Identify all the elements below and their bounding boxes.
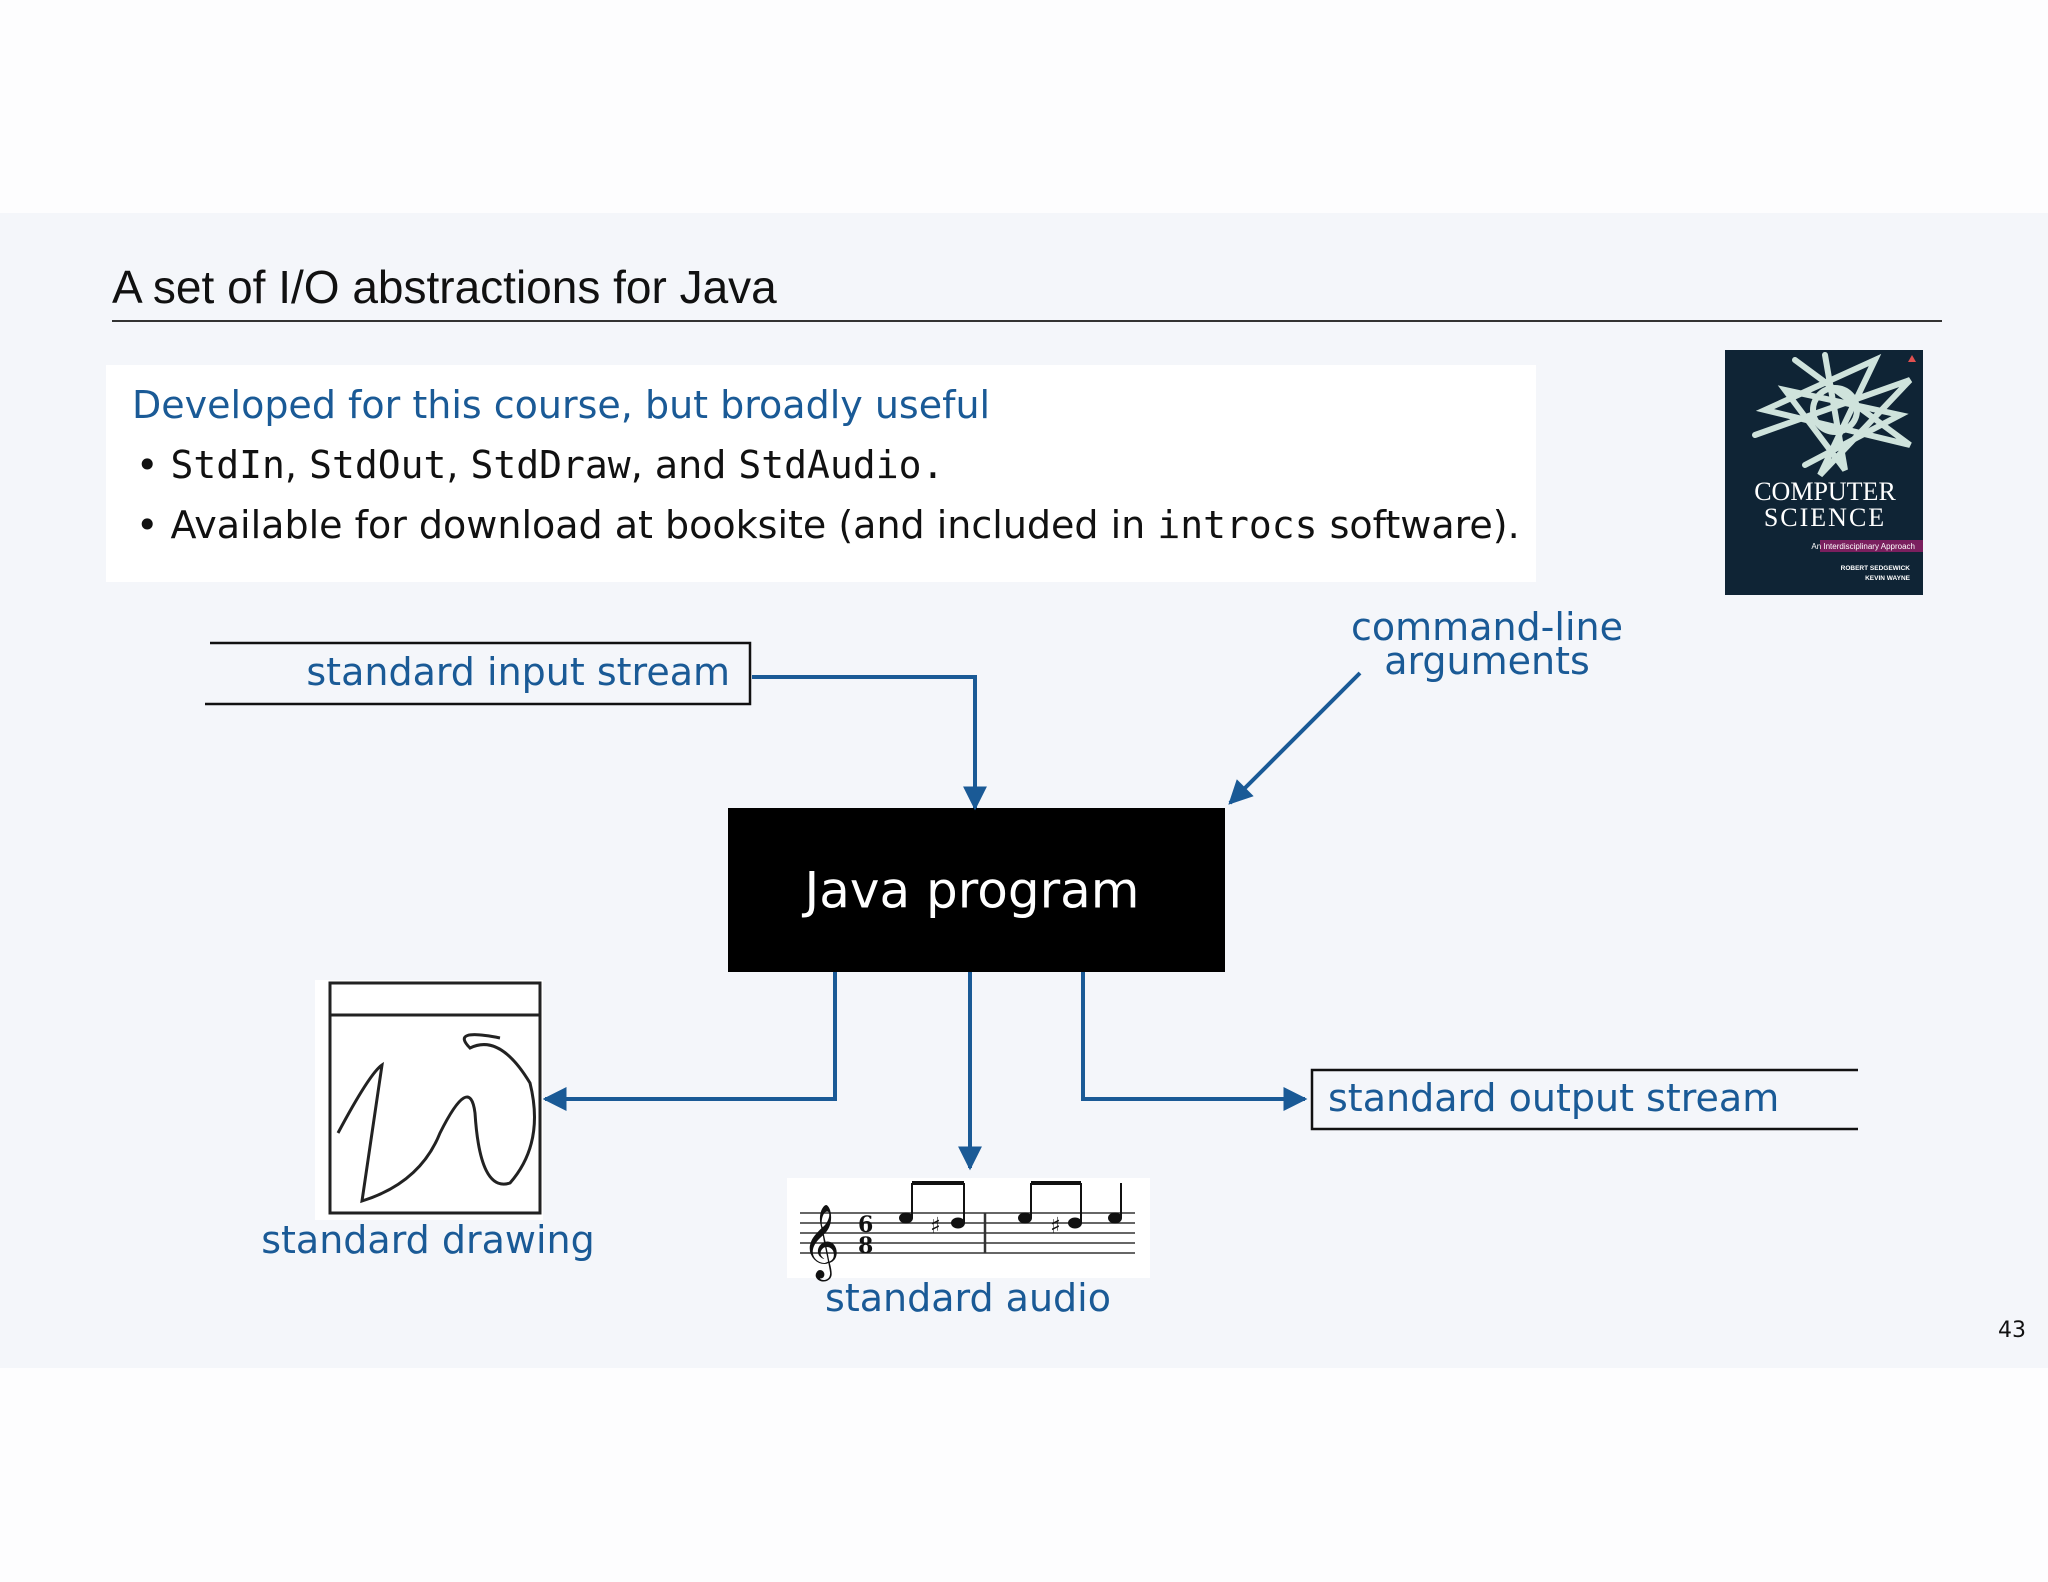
book-author-2: KEVIN WAYNE: [1865, 575, 1911, 582]
bullet-mark: •: [136, 443, 159, 487]
book-star-pattern: [1752, 352, 1913, 478]
code-introcs: introcs: [1157, 503, 1318, 547]
svg-text:♯: ♯: [1050, 1214, 1061, 1239]
program-box: Java program: [728, 808, 1225, 972]
book-subtitle-stripe: [1820, 540, 1923, 552]
book-author-1: ROBERT SEDGEWICK: [1841, 565, 1911, 572]
info-heading: Developed for this course, but broadly u…: [132, 383, 991, 427]
bullet-text: software).: [1317, 503, 1520, 547]
drawing-label: standard drawing: [261, 1218, 595, 1262]
args-arrow: [1228, 671, 1362, 805]
stdout-stream-box: standard output stream: [1310, 1068, 1858, 1131]
stdout-label: standard output stream: [1328, 1076, 1779, 1120]
bullet-text: ,: [446, 443, 471, 487]
code-stdin: StdIn: [170, 443, 285, 487]
bullet-text: .: [921, 443, 945, 487]
drawing-arrow: [542, 972, 837, 1111]
stdout-arrow: [1081, 972, 1308, 1111]
stdin-stream-box: standard input stream: [205, 641, 752, 706]
title-rule: [112, 320, 1942, 322]
args-label: command-line arguments: [1351, 605, 1623, 683]
bullet-text: Available for download at booksite (and …: [170, 503, 1158, 547]
book-title-line1: COMPUTER: [1754, 477, 1896, 506]
code-stdaudio: StdAudio: [738, 443, 922, 487]
info-box: Developed for this course, but broadly u…: [106, 365, 1536, 582]
book-cover-image: COMPUTER SCIENCE An Interdisciplinary Ap…: [1725, 350, 1923, 595]
audio-label: standard audio: [825, 1276, 1111, 1320]
slide: A set of I/O abstractions for Java Devel…: [0, 213, 2048, 1368]
code-stddraw: StdDraw: [470, 443, 631, 487]
drawing-squiggle: [336, 1033, 536, 1204]
bullet-io-libraries: • StdIn, StdOut, StdDraw, and StdAudio.: [136, 443, 944, 487]
publisher-logo: [1908, 355, 1916, 362]
stdin-arrow: [752, 675, 987, 811]
drawing-window-icon: [315, 980, 543, 1220]
bullet-mark: •: [136, 503, 159, 547]
time-sig-bottom: 8: [858, 1233, 873, 1259]
bullet-text: ,: [284, 443, 310, 487]
bullet-text: , and: [630, 443, 739, 487]
program-label: Java program: [802, 862, 1140, 920]
stdin-label: standard input stream: [306, 650, 730, 694]
slide-title: A set of I/O abstractions for Java: [112, 261, 777, 313]
book-subtitle: An Interdisciplinary Approach: [1811, 542, 1915, 551]
book-title-line2: SCIENCE: [1764, 503, 1886, 532]
music-staff-icon: 𝄞 6 8 ♯ ♯: [787, 1178, 1150, 1282]
bullet-download: • Available for download at booksite (an…: [136, 503, 1520, 547]
svg-text:♯: ♯: [930, 1214, 941, 1239]
treble-clef-glyph: 𝄞: [802, 1205, 840, 1282]
args-label-line1: command-line: [1351, 605, 1623, 649]
code-stdout: StdOut: [309, 443, 447, 487]
page-number: 43: [1998, 1318, 2026, 1343]
io-diagram: standard input stream command-line argum…: [205, 605, 1858, 1320]
time-sig-top: 6: [858, 1212, 873, 1238]
args-label-line2: arguments: [1384, 639, 1590, 683]
